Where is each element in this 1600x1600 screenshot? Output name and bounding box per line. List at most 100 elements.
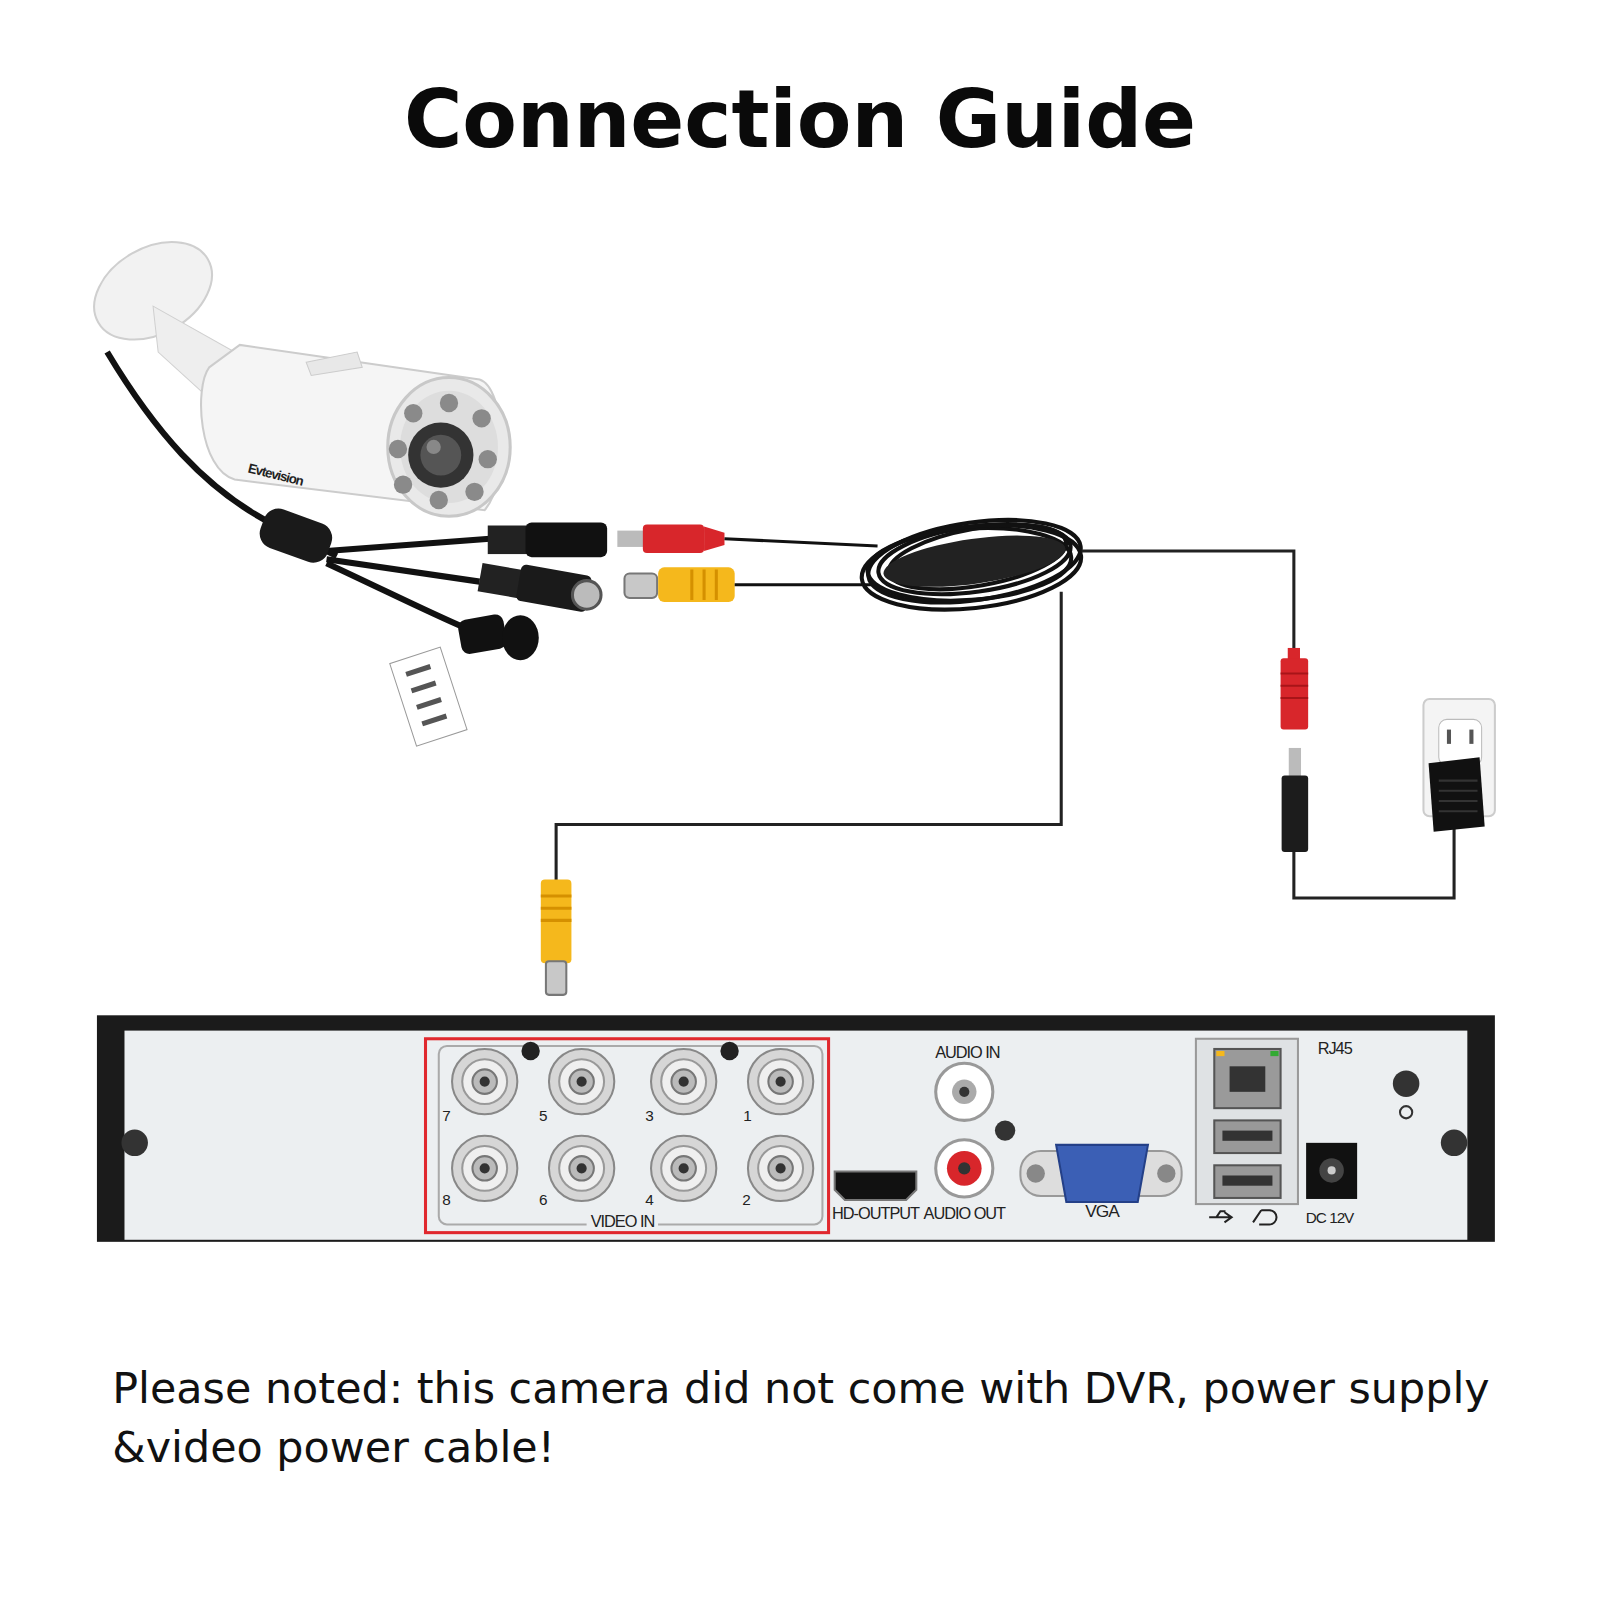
video-wire	[556, 592, 1061, 883]
extension-cable	[724, 539, 877, 585]
camera-body	[389, 440, 407, 458]
audio-ports	[936, 1140, 993, 1197]
bnc-port	[777, 1078, 785, 1086]
audio-ports	[936, 1063, 1016, 1197]
extension-cable	[692, 569, 716, 600]
port-label: DC 12V	[1306, 1209, 1353, 1226]
extension-cable	[858, 515, 1086, 619]
camera-body	[479, 450, 497, 468]
bnc-port	[758, 1146, 803, 1191]
video-plug	[541, 880, 572, 995]
power-plug	[1289, 748, 1301, 777]
camera-body	[306, 352, 362, 375]
port-label: RJ45	[1318, 1040, 1352, 1058]
camera-body	[427, 440, 441, 454]
bnc-port	[462, 1146, 507, 1191]
power-wire	[1082, 551, 1294, 653]
camera-body	[472, 409, 490, 427]
camera-body	[465, 483, 483, 501]
power-plug	[1281, 673, 1309, 697]
extension-cable	[617, 531, 646, 547]
bnc-port	[671, 1069, 695, 1093]
network-usb	[1222, 1131, 1272, 1141]
audio-ports	[958, 1162, 970, 1174]
camera-body	[420, 435, 461, 476]
power-wire	[1082, 551, 1454, 898]
network-usb	[1222, 1176, 1272, 1186]
vga-port	[1027, 1164, 1045, 1182]
bnc-port	[559, 1059, 604, 1104]
camera-body	[440, 394, 458, 412]
bnc-port	[452, 1042, 813, 1201]
network-usb	[1196, 1039, 1298, 1225]
bnc-port	[651, 1049, 716, 1114]
network-usb	[1216, 1051, 1224, 1056]
network-usb	[1196, 1039, 1298, 1204]
hdmi-port	[835, 1171, 917, 1200]
extension-cable	[858, 508, 1086, 620]
dc-jack	[1306, 1143, 1357, 1199]
network-usb	[1214, 1165, 1280, 1198]
bnc-port	[777, 1164, 785, 1172]
dvr-panel	[124, 1031, 1467, 1240]
video-wire	[556, 592, 1061, 883]
dc-jack	[1319, 1158, 1343, 1182]
network-usb	[1209, 1211, 1231, 1222]
bnc-port	[472, 1069, 496, 1093]
dc-jack	[1306, 1070, 1419, 1199]
bnc-port	[452, 1049, 517, 1114]
network-usb	[1253, 1210, 1276, 1224]
audio-ports	[936, 1063, 993, 1120]
camera-connectors	[255, 504, 336, 567]
camera-body	[394, 476, 412, 494]
camera-body	[400, 391, 498, 503]
power-wire	[1294, 821, 1454, 898]
port-label: VIDEO IN	[587, 1212, 659, 1230]
video-plug	[541, 896, 572, 920]
audio-ports	[952, 1080, 976, 1104]
bnc-port	[549, 1049, 614, 1114]
bnc-port	[671, 1156, 695, 1180]
camera-body	[201, 345, 501, 510]
bnc-port	[651, 1136, 716, 1201]
dc-jack	[1328, 1166, 1336, 1174]
dvr-panel	[121, 1130, 148, 1157]
camera-cable	[327, 539, 490, 551]
extension-cable	[643, 524, 704, 553]
camera-body	[389, 394, 497, 509]
dvr-panel	[97, 1015, 1495, 1242]
wall-outlet	[1423, 699, 1494, 832]
network-usb	[1270, 1051, 1278, 1056]
bnc-port	[578, 1164, 586, 1172]
camera-body	[430, 491, 448, 509]
channel-number: 1	[743, 1107, 750, 1124]
wall-outlet	[1429, 757, 1485, 831]
network-usb	[1214, 1120, 1280, 1153]
bnc-port	[481, 1078, 489, 1086]
channel-number: 3	[645, 1107, 652, 1124]
extension-cable	[704, 527, 724, 551]
video-plug	[546, 961, 566, 995]
dvr-panel	[1441, 1130, 1468, 1157]
vga-port	[1056, 1145, 1148, 1202]
network-usb	[1214, 1049, 1280, 1108]
dvr-panel	[97, 1015, 1495, 1242]
bnc-port	[758, 1059, 803, 1104]
camera-connectors	[406, 666, 446, 723]
camera-body	[408, 422, 473, 487]
camera-body	[388, 378, 510, 517]
caption: Please noted: this camera did not come w…	[112, 1359, 1530, 1477]
bnc-port	[481, 1164, 489, 1172]
dvr-panel	[426, 1039, 829, 1233]
bnc-port	[748, 1136, 813, 1201]
wall-outlet	[1447, 730, 1451, 744]
channel-number: 7	[442, 1107, 449, 1124]
camera-connectors	[390, 647, 467, 746]
port-label: HD-OUTPUT	[832, 1205, 919, 1223]
port-label: AUDIO IN	[935, 1044, 999, 1062]
bnc-port	[559, 1146, 604, 1191]
extension-cable	[863, 508, 1086, 615]
hdmi-port	[835, 1171, 917, 1200]
